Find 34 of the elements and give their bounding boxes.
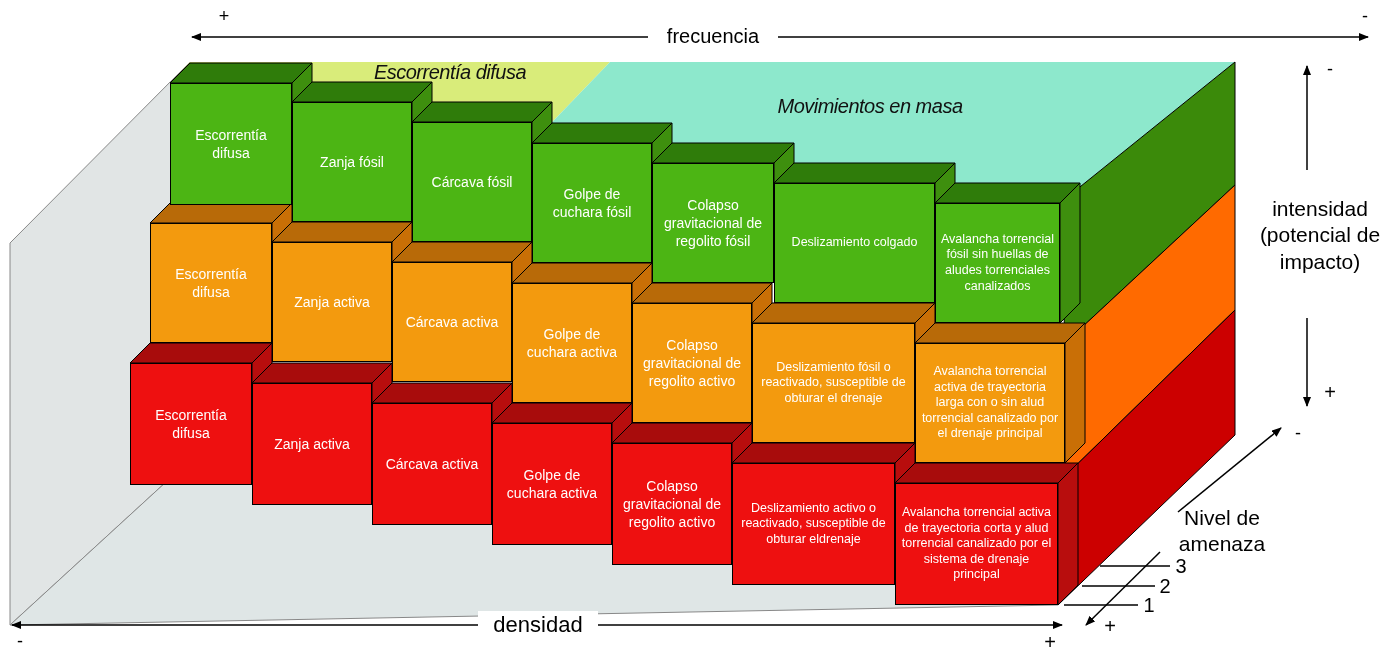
stacked-block: Golpe de cuchara activa — [512, 283, 632, 403]
stacked-block: Avalancha torrencial fósil sin huellas de aludes torrenciales canalizados — [935, 203, 1060, 323]
stacked-block: Colapso gravitacional de regolito fósil — [652, 163, 774, 283]
stacked-block: Deslizamiento activo o reactivado, susceptible de obturar eldrenaje — [732, 463, 895, 585]
sign-label: + — [1043, 630, 1057, 652]
stacked-block: Zanja activa — [252, 383, 372, 505]
stacked-block: Avalancha torrencial activa de trayectoria corta y alud torrencial canalizado por el sistema de drenaje principal — [895, 483, 1058, 605]
stacked-block: Zanja fósil — [292, 102, 412, 222]
sign-label: - — [16, 630, 24, 652]
band-title: Escorrentía difusa — [300, 60, 600, 85]
sign-label: + — [1103, 614, 1117, 639]
stacked-block: Golpe de cuchara fósil — [532, 143, 652, 263]
stacked-block: Deslizamiento colgado — [774, 183, 935, 303]
stacked-block: Avalancha torrencial activa de trayectoria larga con o sin alud torrencial canalizado por el drenaje principal — [915, 343, 1065, 463]
stacked-block: Cárcava fósil — [412, 122, 532, 242]
stacked-block: Golpe de cuchara activa — [492, 423, 612, 545]
stacked-block: Escorrentía difusa — [150, 223, 272, 343]
stacked-block: Colapso gravitacional de regolito activo — [612, 443, 732, 565]
sign-label: - — [1326, 58, 1334, 81]
sign-label: + — [217, 5, 231, 28]
stacked-block: Zanja activa — [272, 242, 392, 362]
stacked-block: Deslizamiento fósil o reactivado, susceptible de obturar el drenaje — [752, 323, 915, 443]
level-number: 2 — [1158, 574, 1172, 599]
stacked-block: Escorrentía difusa — [170, 83, 292, 205]
level-number: 1 — [1142, 593, 1156, 618]
sign-label: - — [1361, 5, 1369, 28]
axis-label: intensidad (potencial de impacto) — [1258, 196, 1382, 275]
band-title: Movimientos en masa — [660, 94, 1080, 119]
stacked-block: Escorrentía difusa — [130, 363, 252, 485]
stacked-block: Colapso gravitacional de regolito activo — [632, 303, 752, 423]
stacked-block: Cárcava activa — [392, 262, 512, 382]
sign-label: - — [1294, 422, 1302, 445]
sign-label: + — [1323, 380, 1337, 405]
stacked-block: Cárcava activa — [372, 403, 492, 525]
